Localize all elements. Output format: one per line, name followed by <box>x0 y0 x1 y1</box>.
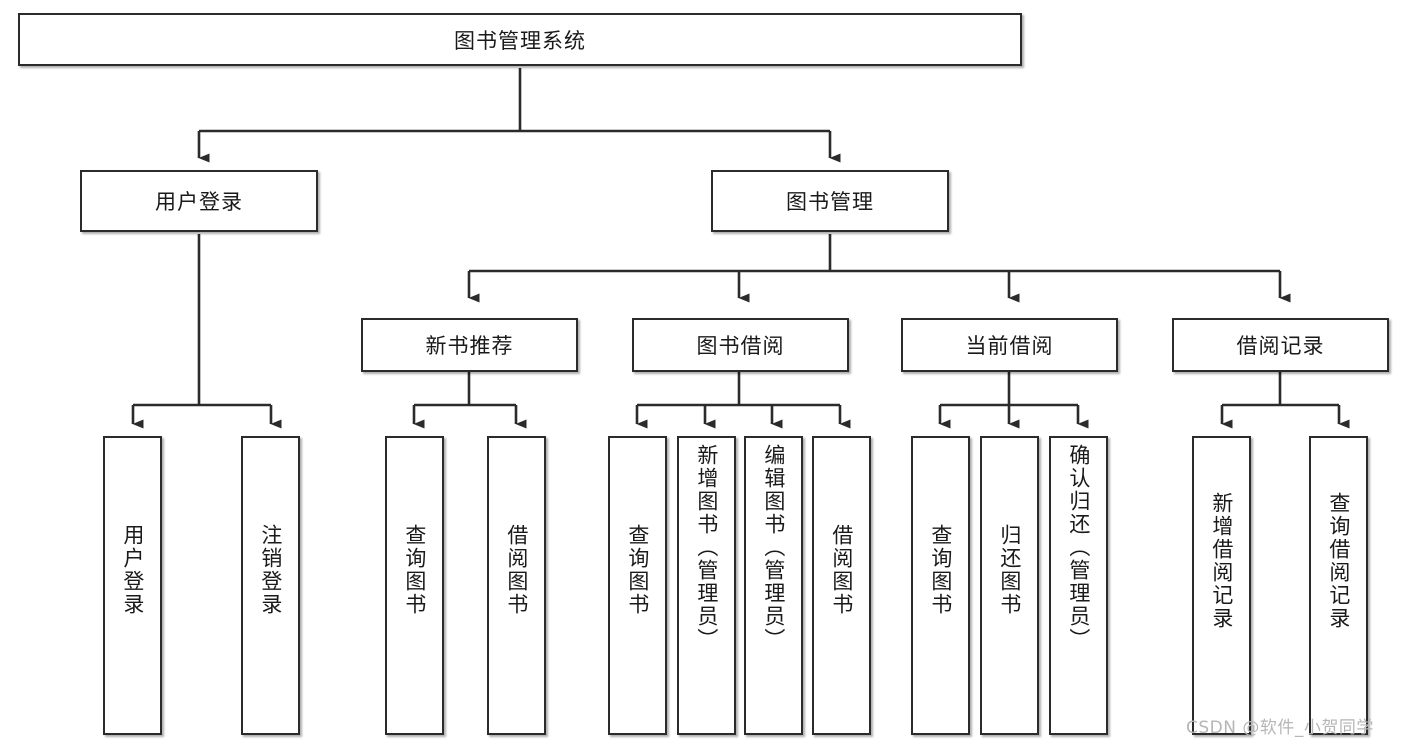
leaf-user-login[interactable]: 用户登录 <box>103 436 162 735</box>
node-label: 借阅图书 <box>829 524 854 616</box>
node-label: 借阅图书 <box>504 524 529 616</box>
node-label: 新书推荐 <box>425 334 514 358</box>
leaf-record-query-borrow-record[interactable]: 查询借阅记录 <box>1309 436 1368 735</box>
edge-group-book-borrow <box>635 372 851 429</box>
node-user-login[interactable]: 用户登录 <box>80 170 318 232</box>
node-label: 图书管理 <box>786 190 874 214</box>
node-label: 归还图书 <box>997 524 1022 616</box>
node-book-manage[interactable]: 图书管理 <box>711 170 949 232</box>
node-label: 编辑图书（管理员） <box>761 444 786 651</box>
leaf-user-logout[interactable]: 注销登录 <box>241 436 300 735</box>
node-label: 用户登录 <box>120 524 145 616</box>
node-label: 当前借阅 <box>965 334 1054 358</box>
edge-group-borrow-record <box>1220 372 1350 429</box>
leaf-borrow-add-book-admin[interactable]: 新增图书（管理员） <box>677 436 736 735</box>
node-label: 查询图书 <box>928 524 953 616</box>
leaf-borrow-query-book[interactable]: 查询图书 <box>608 436 667 735</box>
leaf-borrow-lend-book[interactable]: 借阅图书 <box>812 436 871 735</box>
node-label: 查询借阅记录 <box>1326 492 1351 630</box>
leaf-current-confirm-return-admin[interactable]: 确认归还（管理员） <box>1049 436 1108 735</box>
csdn-watermark: CSDN @软件_小贺同学 <box>1186 718 1374 738</box>
leaf-current-query-book[interactable]: 查询图书 <box>911 436 970 735</box>
leaf-recommend-borrow-book[interactable]: 借阅图书 <box>487 436 546 735</box>
node-label: 图书管理系统 <box>454 28 586 53</box>
edge-group-new-book-rec <box>412 372 527 429</box>
node-label: 注销登录 <box>258 524 283 616</box>
edge-group-current-borrow <box>938 372 1089 429</box>
node-book-borrow[interactable]: 图书借阅 <box>632 318 849 372</box>
node-label: 查询图书 <box>402 524 427 616</box>
leaf-borrow-edit-book-admin[interactable]: 编辑图书（管理员） <box>744 436 803 735</box>
leaf-record-add-borrow-record[interactable]: 新增借阅记录 <box>1192 436 1251 735</box>
node-new-book-recommend[interactable]: 新书推荐 <box>361 318 578 372</box>
node-label: 新增借阅记录 <box>1209 492 1234 630</box>
node-root-system[interactable]: 图书管理系统 <box>18 13 1022 66</box>
node-label: 新增图书（管理员） <box>694 444 719 651</box>
node-current-borrow[interactable]: 当前借阅 <box>901 318 1118 372</box>
node-label: 查询图书 <box>625 524 650 616</box>
leaf-current-return-book[interactable]: 归还图书 <box>980 436 1039 735</box>
node-label: 图书借阅 <box>696 334 785 358</box>
edge-group-user-login <box>131 234 282 429</box>
node-label: 借阅记录 <box>1236 334 1325 358</box>
node-borrow-record[interactable]: 借阅记录 <box>1172 318 1389 372</box>
edge-group-root <box>197 68 841 163</box>
node-label: 用户登录 <box>155 190 243 214</box>
edge-group-book-manage <box>467 234 1291 303</box>
node-label: 确认归还（管理员） <box>1066 444 1091 651</box>
leaf-recommend-query-book[interactable]: 查询图书 <box>385 436 444 735</box>
